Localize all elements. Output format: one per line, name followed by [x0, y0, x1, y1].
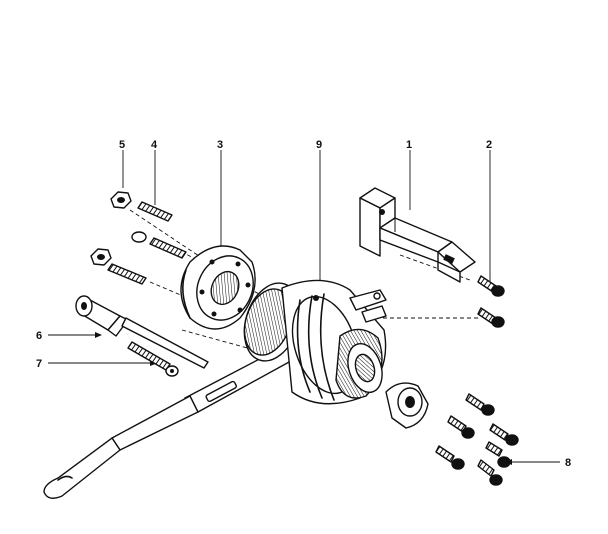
callout-6: 6 [36, 330, 42, 342]
callout-7: 7 [36, 358, 42, 370]
callout-labels: 5 4 3 9 1 2 6 7 8 [36, 139, 571, 469]
part-8-screw [435, 393, 519, 486]
callout-2: 2 [486, 139, 492, 151]
callout-8: 8 [565, 457, 571, 469]
die-nut [385, 382, 429, 429]
part-1-bracket [359, 187, 476, 283]
part-2-screw [477, 275, 505, 328]
callout-5: 5 [119, 139, 125, 151]
callout-4: 4 [151, 139, 158, 151]
part-7-screw [127, 341, 179, 377]
callout-9: 9 [316, 139, 322, 151]
part-5-nut [90, 191, 132, 266]
part-9-die-head [43, 279, 387, 499]
part-6-sleeve [75, 295, 209, 369]
callout-1: 1 [406, 139, 412, 151]
callout-3: 3 [217, 139, 223, 151]
part-4-stud [107, 201, 187, 285]
part-3-flange [180, 245, 256, 330]
